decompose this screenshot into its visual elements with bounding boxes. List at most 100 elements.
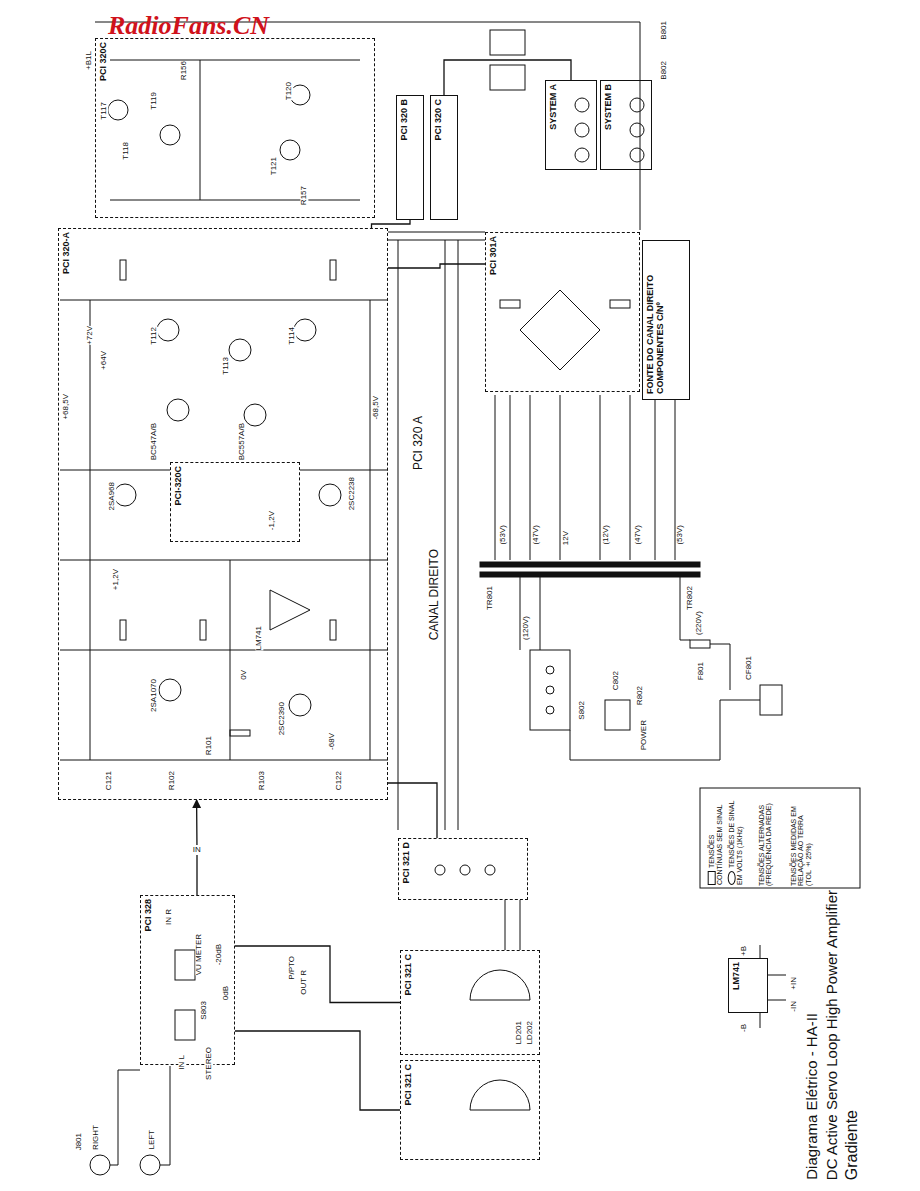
board-label: FONTE DO CANAL DIREITO COMPONENTES C/Nº bbox=[646, 244, 666, 394]
component-label: T120 bbox=[285, 82, 293, 100]
component-label: -1,2V bbox=[268, 511, 276, 530]
legend: TENSÕES CONTÍNUAS SEM SINAL TENSÕES DE SI… bbox=[708, 797, 743, 885]
component-label: B802 bbox=[660, 61, 668, 80]
legend-sample bbox=[728, 871, 736, 885]
legend-text: TENSÕES CONTÍNUAS SEM SINAL bbox=[708, 804, 723, 885]
legend-item: TENSÕES DE SINAL EM VOLTS (1KHz) bbox=[728, 797, 744, 885]
component-label: -20dB bbox=[215, 944, 223, 965]
component-label: +68,5V bbox=[62, 394, 70, 420]
component-label: Gradiente bbox=[844, 1110, 861, 1180]
component-label: CF801 bbox=[745, 656, 753, 680]
circuit-board: PCI-320C bbox=[170, 462, 300, 542]
component-label: 2SC2390 bbox=[278, 702, 286, 735]
component-label: 12V bbox=[562, 531, 570, 545]
circuit-board: PCI 321 D bbox=[398, 838, 528, 900]
circuit-board: PCI 320 B bbox=[396, 95, 424, 220]
board-label: PCI 320 B bbox=[400, 99, 410, 141]
component-label: R802 bbox=[636, 686, 644, 705]
component-label: (220V) bbox=[695, 611, 703, 635]
board-label: PCI 320 C bbox=[434, 99, 444, 141]
component-label: P/PTO bbox=[288, 956, 296, 980]
component-label: C121 bbox=[105, 771, 113, 790]
component-label: IN L bbox=[178, 1055, 186, 1070]
signal-wire bbox=[372, 220, 411, 228]
diagram-title: Diagrama Elétrico - HA-II bbox=[804, 1013, 820, 1180]
component-label: IN R bbox=[165, 909, 173, 925]
component-label: LEFT bbox=[148, 1130, 156, 1150]
circuit-board: PCI 301A bbox=[485, 232, 640, 392]
component-label: S802 bbox=[578, 701, 586, 720]
legend-text: TENSÕES DE SINAL EM VOLTS (1KHz) bbox=[728, 801, 743, 885]
watermark: RadioFans.CN bbox=[108, 12, 269, 39]
circuit-board: PCI 328 bbox=[140, 895, 235, 1065]
component-label: LM741 bbox=[255, 626, 263, 650]
component-label: STEREO bbox=[205, 1047, 213, 1080]
component-label: T113 bbox=[222, 357, 230, 375]
component-label: LD202 bbox=[526, 1021, 534, 1045]
legend-item: TENSÕES CONTÍNUAS SEM SINAL bbox=[708, 797, 724, 885]
component-label: -68V bbox=[328, 733, 336, 750]
circuit-board: PCI 320C bbox=[95, 38, 375, 218]
board-label: PCI 321 C bbox=[404, 954, 414, 996]
component-label: +IN bbox=[790, 977, 798, 990]
board-label: SYSTEM B bbox=[604, 84, 614, 130]
circuit-board: PCI 320 C bbox=[430, 95, 458, 220]
component-label: 2SA968 bbox=[108, 482, 116, 510]
component-label: +1,2V bbox=[112, 569, 120, 590]
component-label: R156 bbox=[180, 61, 188, 80]
component-label: R157 bbox=[300, 186, 308, 205]
component-label: B801 bbox=[660, 21, 668, 40]
component-label: TR802 bbox=[686, 586, 694, 610]
board-label: PCI 328 bbox=[144, 899, 154, 932]
component-label: +64V bbox=[100, 351, 108, 370]
board-label: PCI 320-A bbox=[62, 232, 72, 274]
component-label: (47V) bbox=[532, 525, 540, 545]
component-label: T112 bbox=[150, 327, 158, 345]
component-label: +B1L bbox=[85, 51, 93, 70]
circuit-board: SYSTEM B bbox=[600, 80, 652, 170]
component-label: +B bbox=[740, 946, 748, 956]
component-label: R103 bbox=[258, 771, 266, 790]
component-label: POWER bbox=[640, 720, 648, 750]
component-label: C802 bbox=[612, 671, 620, 690]
board-label: PCI-320C bbox=[174, 466, 184, 506]
board-label: PCI 321 C bbox=[404, 1064, 414, 1106]
wire-label: IN bbox=[192, 845, 202, 855]
component-label: 0V bbox=[240, 670, 248, 680]
circuit-board: FONTE DO CANAL DIREITO COMPONENTES C/Nº bbox=[642, 240, 690, 400]
circuit-board: SYSTEM A bbox=[545, 80, 597, 170]
component-label: (53V) bbox=[499, 525, 507, 545]
component-label: J801 bbox=[75, 1133, 83, 1150]
component-label: TENSÕES MEDIDAS EM RELAÇÃO AO TERRA (TOL… bbox=[790, 798, 812, 886]
component-label: TENSÕES ALTERNADAS (FREQUÊNCIA DA REDE) bbox=[758, 798, 773, 886]
component-label: T121 bbox=[270, 157, 278, 175]
component-label: -68,5V bbox=[372, 396, 380, 420]
signal-wire bbox=[235, 1031, 400, 1110]
component-label: (120V) bbox=[522, 616, 530, 640]
component-label: (12V) bbox=[602, 525, 610, 545]
component-label: 0dB bbox=[222, 986, 230, 1000]
component-label: OUT R bbox=[300, 970, 308, 995]
board-label: PCI 320C bbox=[99, 42, 109, 81]
component-label: RIGHT bbox=[92, 1125, 100, 1150]
board-label: PCI 301A bbox=[489, 236, 499, 275]
component-label: PCI 320 A bbox=[412, 416, 425, 470]
signal-wire bbox=[235, 946, 400, 1003]
component-label: -IN bbox=[790, 1001, 798, 1012]
component-label: BC547A/B bbox=[150, 423, 158, 460]
component-label: VU METER bbox=[195, 934, 203, 975]
component-label: S803 bbox=[200, 1001, 208, 1020]
component-label: T118 bbox=[122, 142, 130, 160]
circuit-board: PCI 321 C bbox=[400, 1060, 540, 1160]
component-label: T114 bbox=[288, 327, 296, 345]
component-label: TR801 bbox=[486, 586, 494, 610]
signal-wire bbox=[388, 783, 437, 838]
diagram-caption: DC Active Servo Loop High Power Amplifie… bbox=[824, 890, 840, 1180]
component-label: LD201 bbox=[515, 1021, 523, 1045]
component-label: (47V) bbox=[634, 525, 642, 545]
component-label: R102 bbox=[168, 771, 176, 790]
component-label: CANAL DIREITO bbox=[428, 549, 441, 640]
